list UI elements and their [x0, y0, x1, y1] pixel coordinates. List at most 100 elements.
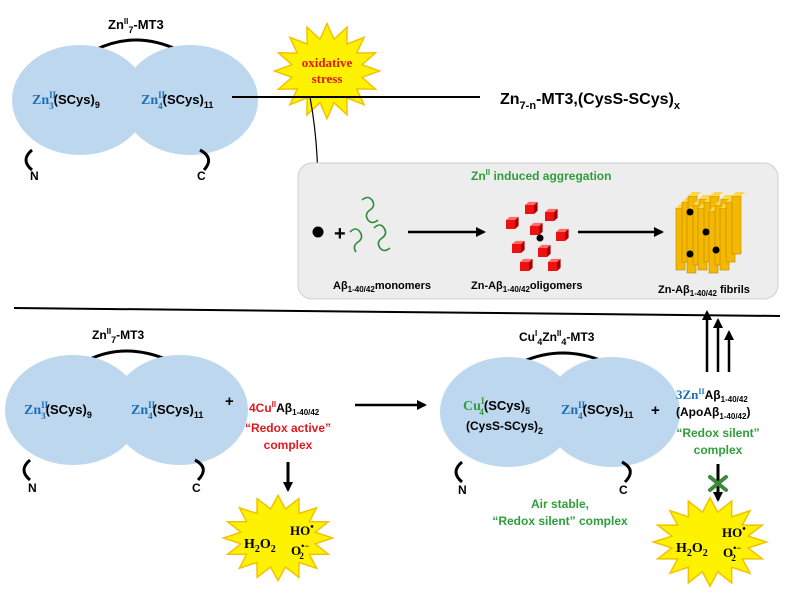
br-n-terminus-hook — [454, 460, 464, 484]
cube-side — [565, 228, 569, 241]
c-terminus-label: C — [197, 169, 206, 183]
oligomer-cube — [520, 258, 533, 271]
cube-face — [548, 262, 557, 271]
fibril-column-top — [688, 192, 701, 196]
cube-top — [520, 258, 533, 262]
top-protein-label: ZnII7-MT3 — [108, 17, 164, 35]
ros-star-shape — [650, 496, 770, 588]
blocked-cross-icon — [708, 475, 728, 492]
oligomer-cube — [512, 240, 525, 253]
bl-c-terminus-hook — [194, 458, 205, 482]
bl-n-terminus-hook — [22, 458, 32, 482]
fibril-column — [731, 192, 745, 255]
bl-right-lobe — [112, 355, 248, 465]
bl-o2-label: O•−2 — [291, 541, 309, 561]
oligomer-cube — [556, 228, 569, 241]
oxidized-product-label: Zn7-n-MT3,(CysS-SCys)x — [500, 91, 681, 112]
oligomer-cube — [538, 244, 551, 257]
linker-arc — [94, 38, 179, 52]
oxidative-stress-burst: oxidative stress — [272, 21, 382, 121]
cube-face — [545, 212, 554, 221]
left-lobe — [12, 45, 148, 155]
fibril-zinc-dot — [712, 246, 720, 254]
n-terminus-hook — [24, 148, 34, 172]
oligomer-cluster — [506, 201, 569, 271]
bl-h2o2-label: H2O2 — [244, 537, 276, 555]
bl-n-terminus-label: N — [28, 481, 37, 495]
br-stability-line2: “Redox silent” complex — [492, 514, 628, 528]
br-protein-label: CuI4ZnII4-MT3 — [519, 329, 595, 347]
fibril-zinc-dot — [686, 250, 694, 258]
panel-plus: + — [334, 223, 346, 245]
cube-top — [538, 244, 551, 248]
fibril-column-top — [732, 192, 745, 196]
n-terminus-label: N — [30, 169, 39, 183]
section-divider — [13, 307, 781, 317]
fibril-zinc-dot — [686, 208, 694, 216]
monomer-squiggle — [361, 196, 379, 224]
cube-top — [548, 258, 561, 262]
cube-top — [556, 228, 569, 232]
cube-face — [525, 205, 534, 214]
br-n-terminus-label: N — [458, 483, 467, 497]
cube-face — [512, 244, 521, 253]
right-lobe — [122, 45, 258, 155]
bl-protein-label: ZnII7-MT3 — [92, 327, 144, 345]
cube-face — [538, 248, 547, 257]
fibrils-label: Zn-Aβ1-40/42 fibrils — [658, 284, 750, 298]
cube-top — [506, 216, 519, 220]
c-terminus-hook — [199, 148, 211, 172]
br-o2-label: O•−2 — [723, 543, 741, 563]
cube-top — [545, 208, 558, 212]
br-right-lobe — [544, 357, 680, 467]
stress-label-line1: oxidative — [302, 55, 353, 70]
bl-left-lobe — [5, 355, 141, 465]
br-c-terminus-hook — [621, 460, 632, 484]
bl-reagent-label: 4CuIIAβ1-40/42 — [249, 400, 320, 417]
cube-side — [539, 222, 543, 235]
br-reagent-desc2: complex — [694, 443, 743, 457]
oligomer-cube — [545, 208, 558, 221]
oligomers-label: Zn-Aβ1-40/42oligomers — [471, 280, 582, 294]
cube-side — [515, 216, 519, 229]
oligomer-cube — [548, 258, 561, 271]
cube-side — [529, 258, 533, 271]
monomer-squiggle — [349, 228, 363, 253]
ros-star-shape — [221, 493, 335, 583]
cube-top — [525, 201, 538, 205]
monomer-squiggle — [373, 224, 391, 252]
br-stability-line1: Air stable, — [531, 497, 589, 511]
br-reagent-line2: (ApoAβ1-40/42) — [676, 405, 750, 421]
br-reagent-desc1: “Redox silent” — [676, 426, 759, 440]
br-c-terminus-label: C — [619, 483, 628, 497]
cube-side — [554, 208, 558, 221]
aggregation-panel: ZnII induced aggregation + Aβ1-40/42mono… — [297, 162, 779, 300]
cube-face — [556, 232, 565, 241]
oligomer-cube — [506, 216, 519, 229]
monomer-squiggles — [349, 196, 391, 253]
fibril-column-top — [710, 192, 723, 196]
oligomer-cube — [530, 222, 543, 235]
fibril-block — [675, 192, 745, 274]
br-h2o2-label: H2O2 — [676, 541, 708, 559]
bl-reagent-desc2: complex — [264, 438, 313, 452]
cube-top — [512, 240, 525, 244]
bl-ho-label: HO• — [290, 522, 314, 538]
cube-side — [557, 258, 561, 271]
fibril-column-face — [731, 195, 742, 255]
bl-linker-arc — [87, 349, 169, 362]
cube-top — [530, 222, 543, 226]
zinc-ion-dot — [312, 226, 324, 238]
bl-ros-burst: H2O2 HO• O•−2 — [221, 493, 335, 583]
cube-face — [506, 220, 515, 229]
cube-side — [521, 240, 525, 253]
br-ho-label: HO• — [722, 524, 746, 540]
